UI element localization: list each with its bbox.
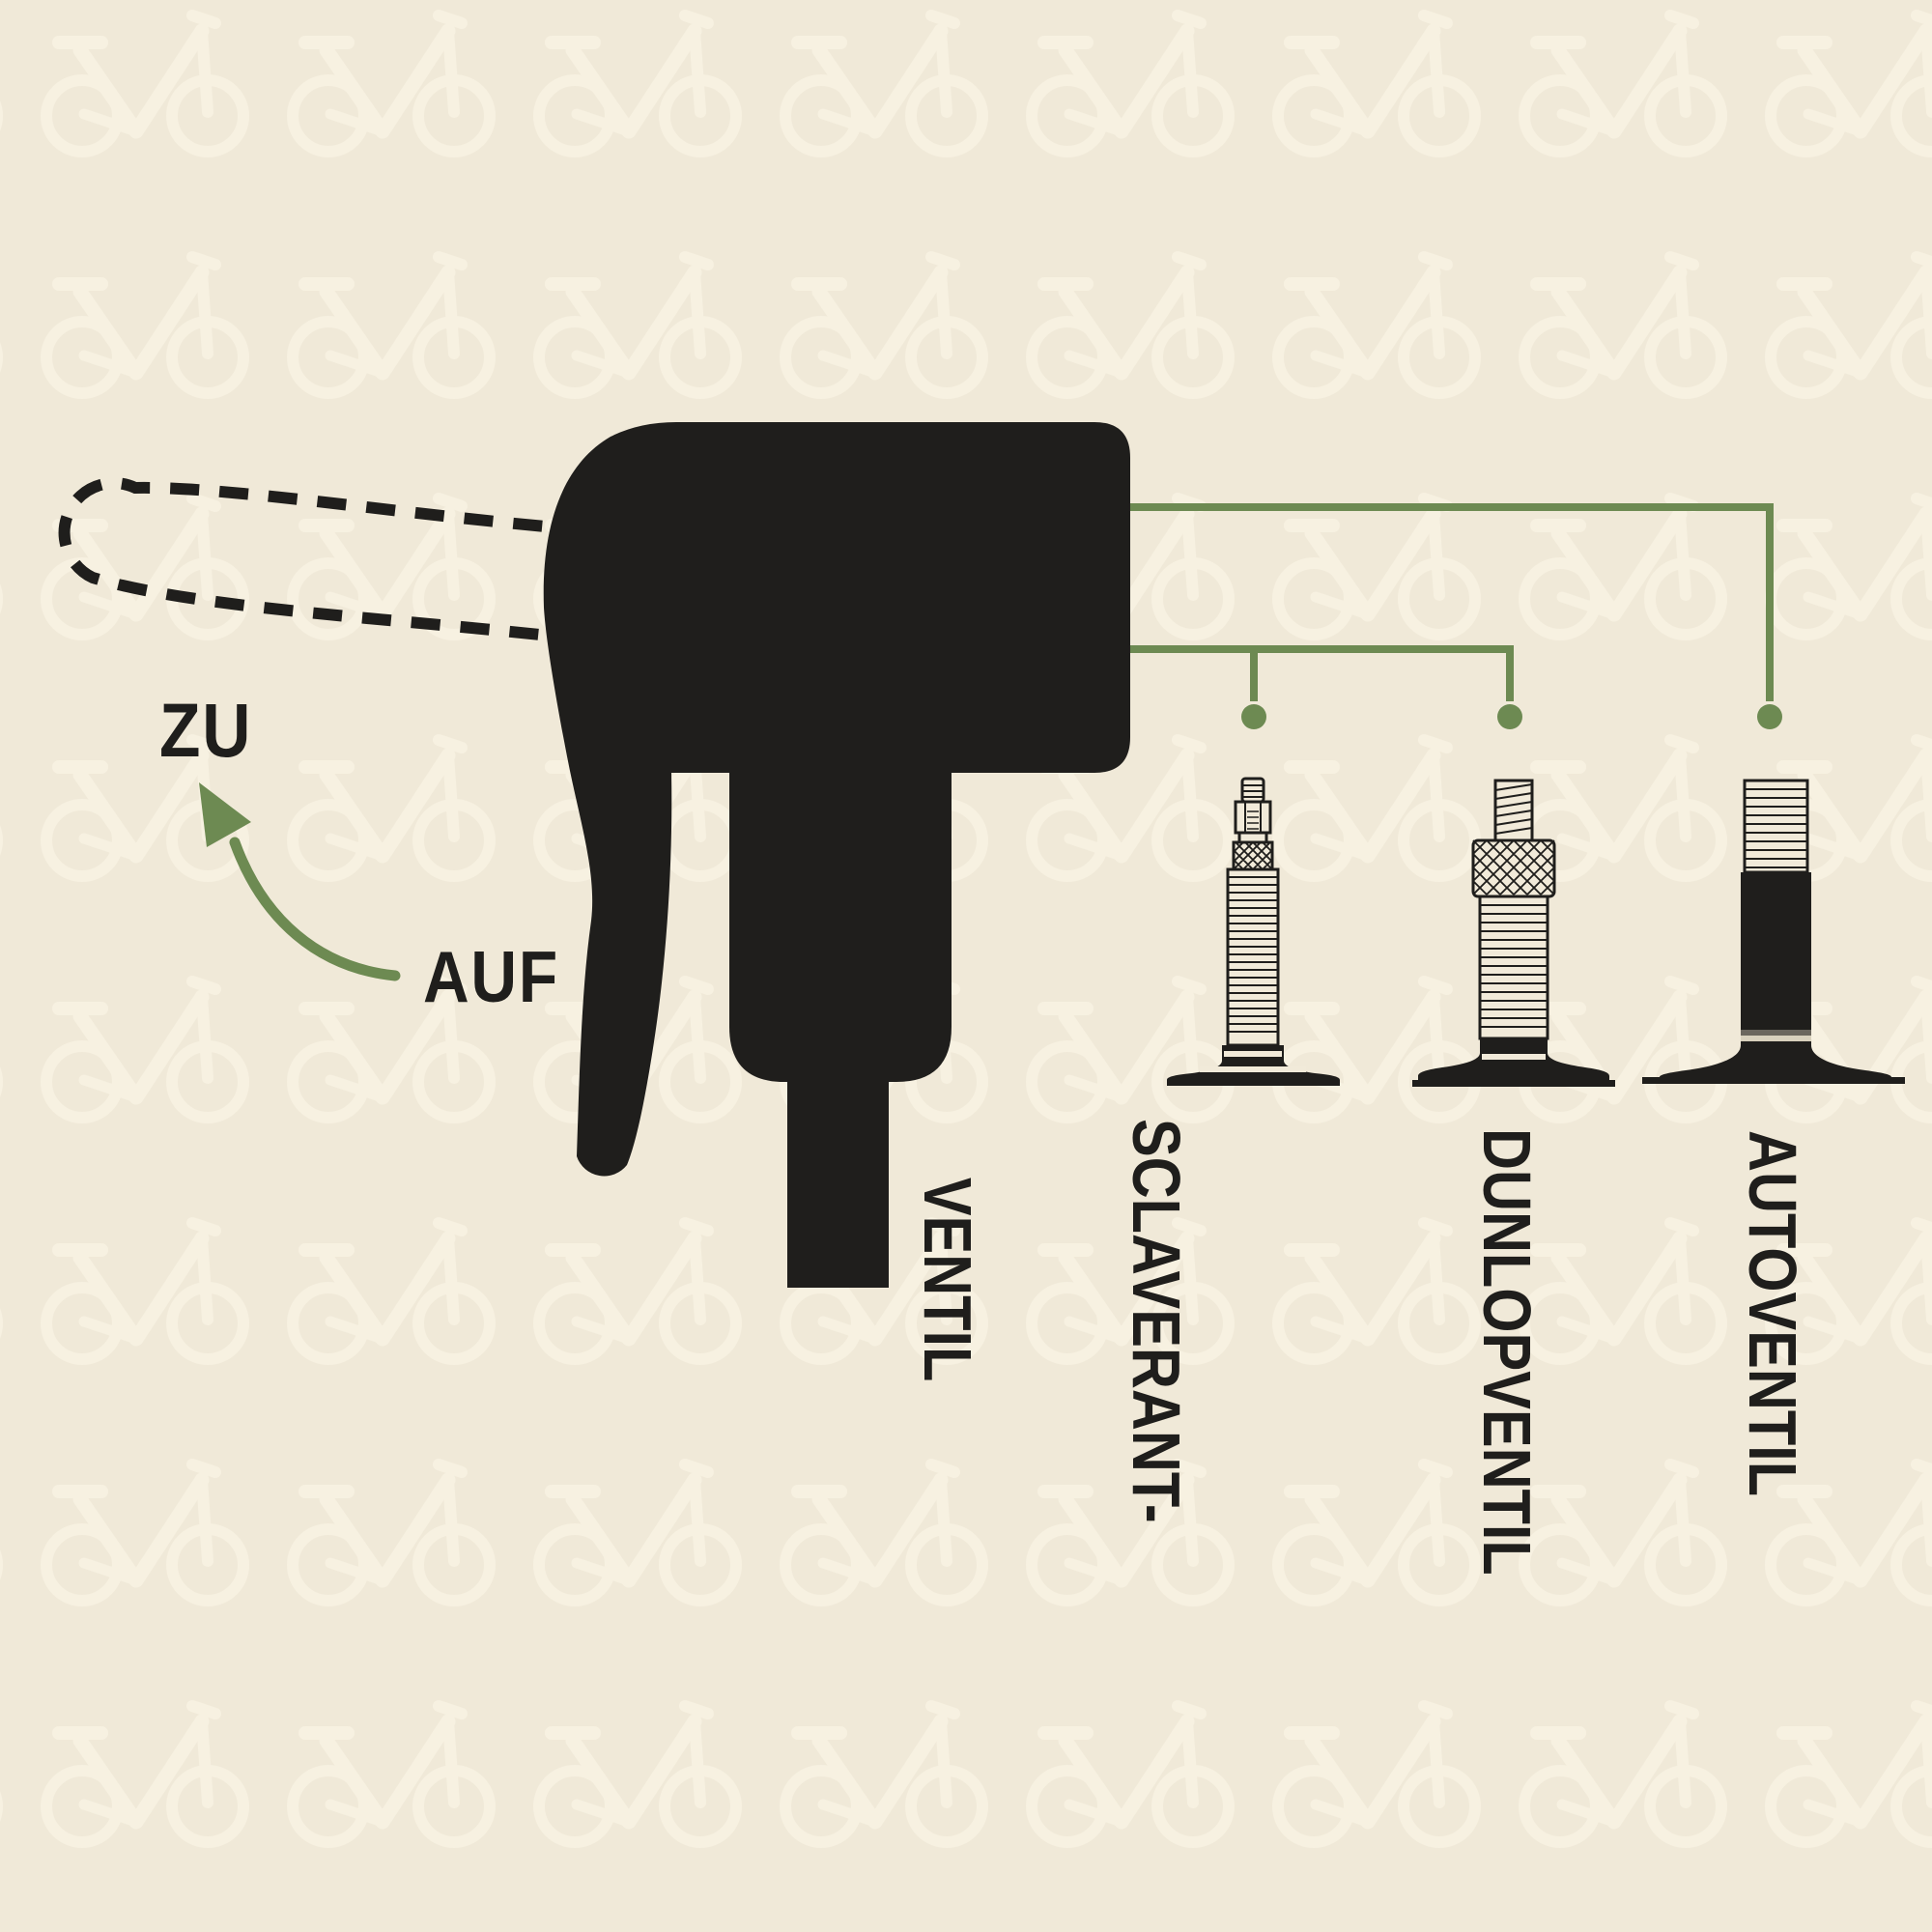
dunlop-valve-illustration: [1412, 779, 1615, 1087]
sclaverand-valve-label-line2: VENTIL: [910, 1177, 985, 1382]
dot-dunlop: [1497, 704, 1522, 729]
pump-body-and-lever: [543, 422, 1130, 1177]
pump-barrel: [729, 676, 952, 1082]
lever-closed-label: ZU: [159, 687, 253, 773]
auto-valve-label: AUTOVENTIL: [1735, 1130, 1810, 1497]
sclaverand-valve-label: SCLAVERANT- VENTIL: [774, 1119, 1330, 1523]
dunlop-valve-label: DUNLOPVENTIL: [1469, 1128, 1545, 1576]
sclaverand-valve-illustration: [1167, 777, 1340, 1086]
connector-line-auto-valve: [1130, 503, 1774, 701]
dot-auto: [1757, 704, 1782, 729]
dot-sclaverand: [1241, 704, 1266, 729]
sclaverand-valve-label-line1: SCLAVERANT-: [1119, 1119, 1194, 1523]
valve-connector-lines: [1130, 503, 1774, 701]
auto-valve-illustration: [1642, 779, 1905, 1084]
connector-endpoint-dots: [1241, 704, 1782, 729]
lever-open-label: AUF: [423, 936, 559, 1017]
pump-head-silhouette-icon: [543, 422, 1130, 1288]
pump-stem: [787, 1061, 889, 1288]
connector-line-dunlop-valve: [1130, 645, 1514, 701]
curved-arrow-up-left-icon: [199, 782, 401, 981]
